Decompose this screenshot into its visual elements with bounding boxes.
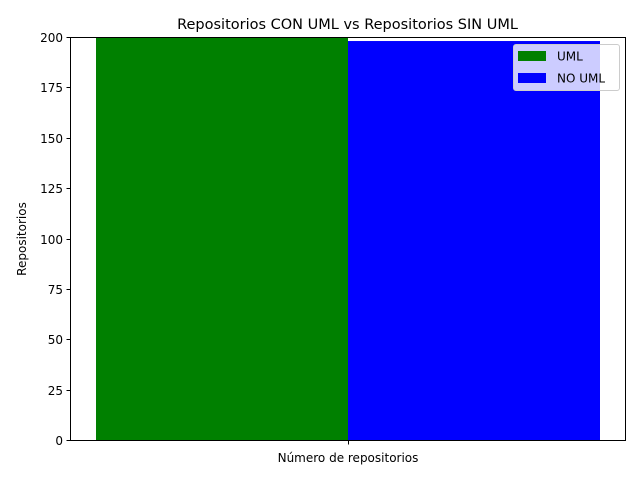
y-tick-label: 25 <box>48 384 63 398</box>
legend-swatch <box>518 73 546 83</box>
y-tick-label: 125 <box>40 182 63 196</box>
legend-swatch <box>518 51 546 61</box>
x-axis: Número de repositorios <box>278 440 419 465</box>
y-tick-label: 175 <box>40 81 63 95</box>
y-tick-label: 150 <box>40 132 63 146</box>
y-tick-label: 100 <box>40 233 63 247</box>
legend-label: NO UML <box>557 72 605 86</box>
y-tick-label: 50 <box>48 333 63 347</box>
legend-label: UML <box>557 50 583 64</box>
x-tick-label: Número de repositorios <box>278 451 419 465</box>
bar-uml <box>96 37 348 440</box>
y-axis-title: Repositorios <box>15 202 29 276</box>
y-tick-label: 0 <box>55 434 63 448</box>
y-tick-label: 200 <box>40 31 63 45</box>
y-axis: 0 25 50 75 100 125 150 175 200 <box>40 31 71 448</box>
chart-title: Repositorios CON UML vs Repositorios SIN… <box>177 17 518 33</box>
y-tick-label: 75 <box>48 283 63 297</box>
bar-no-uml <box>348 41 600 440</box>
bars-layer <box>96 37 600 440</box>
legend: UML NO UML <box>513 44 620 91</box>
